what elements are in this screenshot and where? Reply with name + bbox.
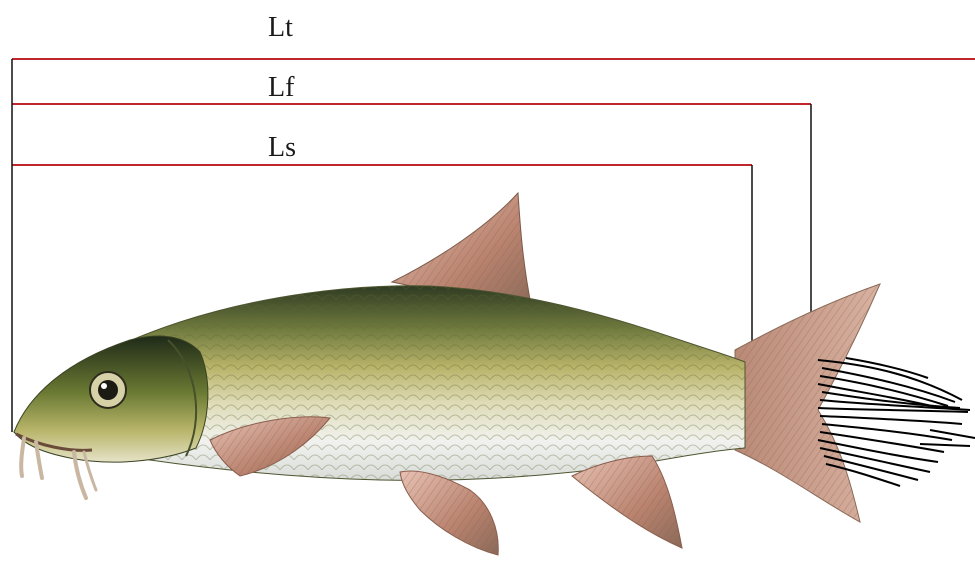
measure-label-ls: Ls [268, 132, 296, 163]
measure-label-lt: Lt [268, 12, 293, 43]
measure-label-lf: Lf [268, 72, 295, 103]
barbel [21, 438, 24, 476]
fish-icon [14, 193, 880, 555]
